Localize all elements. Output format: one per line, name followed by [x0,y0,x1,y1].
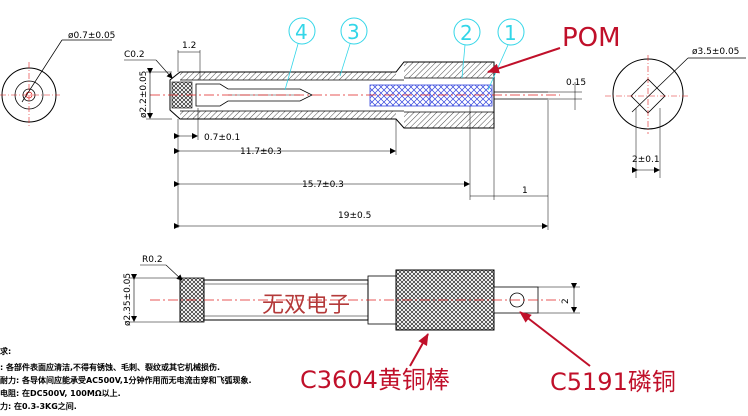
main-dimensions: C0.2 1.2 ø2.2±0.05 0.7±0.1 11.7±0.3 15.7… [124,41,586,230]
body-diameter-label: ø2.2±0.05 [139,71,149,118]
bottom-diameter-label: ø2.35±0.05 [123,273,133,326]
phosphor-bronze-label: C5191磷铜 [550,368,676,396]
radius-label: R0.2 [142,255,163,265]
material-callouts: C3604黄铜棒 C5191磷铜 [300,311,676,396]
total-length-label: 19±0.5 [338,211,371,221]
left-end-view: ø0.7±0.05 [0,31,115,128]
note-line-4: 力: 在0.3-3KG之间. [0,401,77,411]
balloon-3: 3 [347,20,360,44]
right-end-view: ø3.5±0.05 2±0.1 [605,47,746,178]
main-section-view [150,61,560,129]
len-15-7-label: 15.7±0.3 [302,180,344,190]
balloon-1: 1 [504,21,517,45]
len-11-7-label: 11.7±0.3 [240,147,282,157]
len-1-label: 1 [522,186,528,196]
wire-thickness-label: 0.15 [566,78,586,88]
note-line-1: : 各部件表面应清洁,不得有锈蚀、毛刺、裂纹或其它机械损伤. [0,362,220,372]
tip-length-label: 1.2 [182,41,196,51]
right-end-diameter-label: ø3.5±0.05 [692,47,739,57]
brass-label: C3604黄铜棒 [300,366,450,394]
part-balloons: 4 3 2 1 [284,17,525,91]
pin-offset-label: 0.7±0.1 [204,133,240,143]
watermark: 无双电子 [262,293,350,318]
note-line-3: 电阻: 在DC500V, 100MΩ以上. [0,388,121,398]
chamfer-label: C0.2 [124,50,145,60]
left-end-diameter-label: ø0.7±0.05 [68,31,115,41]
tab-width-label: 2 [561,298,571,304]
pom-callout: POM [487,23,621,74]
pom-label: POM [562,23,621,53]
note-line-2: 耐力: 各导体间应能承受AC500V,1分钟作用而无电流击穿和飞弧现象. [0,375,252,385]
slot-width-label: 2±0.1 [632,155,660,165]
notes-title: 求: [0,346,11,356]
balloon-4: 4 [295,20,308,44]
balloon-2: 2 [460,21,473,45]
bottom-view: R0.2 ø2.35±0.05 2 无双电子 [123,255,580,331]
requirements-notes: 求: : 各部件表面应清洁,不得有锈蚀、毛刺、裂纹或其它机械损伤. 耐力: 各导… [0,346,252,411]
